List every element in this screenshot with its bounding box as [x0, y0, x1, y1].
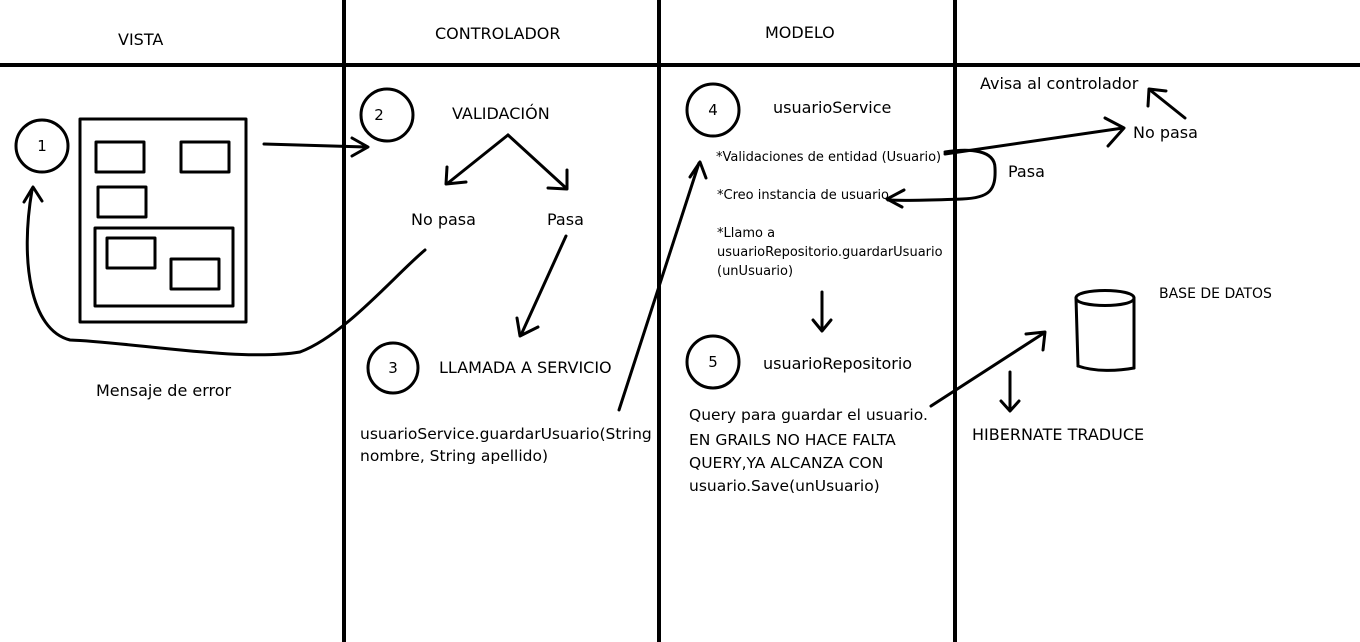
query-text-line-2: EN GRAILS NO HACE FALTA	[689, 431, 896, 449]
arrow-query-to-database	[929, 330, 1047, 408]
arrow-entity-validation-pass-loop	[885, 148, 997, 209]
arrow-vista-to-controlador	[262, 136, 370, 158]
hibernate-label: HIBERNATE TRADUCE	[972, 425, 1145, 444]
query-text-line-1: Query para guardar el usuario.	[689, 406, 928, 424]
step-number-2: 2	[374, 106, 384, 124]
arrow-entity-validation-fail	[943, 116, 1126, 156]
step-circle-2	[359, 87, 415, 143]
repository-name: usuarioRepositorio	[763, 354, 913, 373]
create-instance-text: *Creo instancia de usuario	[717, 188, 890, 203]
ui-mockup-icon	[78, 117, 248, 324]
call-repository-line-3: (unUsuario)	[717, 264, 794, 279]
service-call-code-line-2: nombre, String apellido)	[360, 447, 549, 465]
validation-title: VALIDACIÓN	[452, 104, 550, 123]
arrow-service-call-to-modelo	[617, 160, 708, 412]
entity-pass-label: Pasa	[1008, 162, 1045, 181]
entity-validations-text: *Validaciones de entidad (Usuario)	[716, 150, 942, 165]
step-number-3: 3	[388, 359, 398, 377]
error-message-label: Mensaje de error	[96, 381, 232, 400]
arrow-pass-to-service-call	[515, 234, 568, 338]
step-number-4: 4	[708, 101, 718, 119]
arrow-validation-fail	[444, 133, 510, 186]
arrow-database-to-hibernate	[999, 370, 1021, 413]
step-circle-3	[366, 341, 420, 395]
arrow-fail-notify-controller	[1146, 87, 1187, 120]
step-circle-4	[685, 82, 741, 138]
entity-fail-label: No pasa	[1133, 123, 1198, 142]
step-circle-1	[14, 118, 70, 174]
notify-controller-label: Avisa al controlador	[980, 74, 1139, 93]
service-call-title: LLAMADA A SERVICIO	[439, 358, 612, 377]
arrow-error-back-to-vista	[22, 185, 427, 357]
step-number-1: 1	[37, 137, 47, 155]
column-header-modelo: MODELO	[765, 23, 835, 42]
query-text-line-3: QUERY,YA ALCANZA CON	[689, 454, 884, 472]
arrow-service-to-repository	[811, 290, 833, 333]
call-repository-line-2: usuarioRepositorio.guardarUsuario	[717, 245, 943, 260]
step-circle-5	[685, 334, 741, 390]
column-header-controlador: CONTROLADOR	[435, 24, 561, 43]
validation-pass-label: Pasa	[547, 210, 584, 229]
step-number-5: 5	[708, 353, 718, 371]
database-label: BASE DE DATOS	[1159, 286, 1272, 302]
column-header-vista: VISTA	[118, 30, 164, 49]
database-icon	[1074, 289, 1136, 372]
service-name: usuarioService	[773, 98, 892, 117]
query-text-line-4: usuario.Save(unUsuario)	[689, 477, 880, 495]
validation-fail-label: No pasa	[411, 210, 476, 229]
arrow-validation-pass	[506, 133, 569, 191]
call-repository-line-1: *Llamo a	[717, 226, 776, 241]
service-call-code-line-1: usuarioService.guardarUsuario(String	[360, 425, 652, 443]
